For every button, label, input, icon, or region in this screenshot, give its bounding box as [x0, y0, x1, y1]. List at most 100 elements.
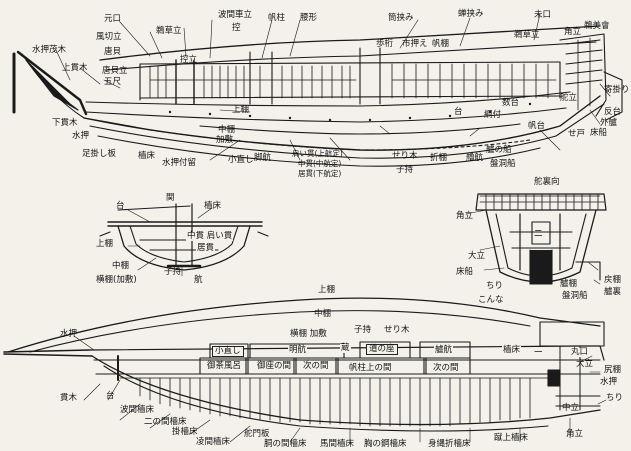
plan-label-kanuki: 貫木 — [60, 393, 78, 403]
plan-label-konaoshi: 小直し — [212, 346, 244, 357]
label-banmondana: 盤洞船 — [490, 159, 516, 169]
plan-label-chiri: ちり — [606, 393, 624, 403]
label-kakudate: 角立 — [564, 27, 582, 37]
plan-label-kasuki: 横棚 加敷 — [290, 329, 327, 339]
label-mizugi: 水押茂木 — [32, 45, 67, 55]
label-suiguchi: 未口 — [534, 10, 552, 20]
label-konaoshi: 小直し — [228, 155, 254, 165]
plan-label-doumadana: 胴の間檣床 — [264, 439, 307, 449]
plan-label-tsuginoma: 次の間 — [302, 361, 330, 371]
side-elevation-hull — [12, 25, 623, 167]
label-sekimoku: せり木 — [392, 151, 418, 161]
section-label-dai: 台 — [116, 201, 125, 211]
label-ashiita: 足掛し板 — [82, 149, 117, 159]
label-tsuna: 綱付 — [484, 110, 502, 120]
stern-label-kakudate: 角立 — [456, 211, 474, 221]
plan-label-otate: 大立 — [576, 359, 594, 369]
label-hodana: 帆棚 — [432, 39, 450, 49]
plan-label-tomo: 艫航 — [434, 345, 454, 355]
label-ro: 艪航 — [466, 153, 484, 163]
section-label-nakadana: 中棚 — [112, 261, 130, 271]
label-kuchi-tateshita: 控 — [232, 23, 241, 33]
plan-label-ninoma: 二の間檣床 — [144, 417, 187, 427]
label-hashiwatashi: 脚航 — [254, 153, 272, 163]
label-hanedai: 反台 — [604, 107, 622, 117]
section-label-kaninuki: 中貫 肩い貫 — [186, 231, 234, 241]
label-kazakiri: 風切立 — [96, 32, 122, 42]
label-hashira: 檣床 — [138, 151, 156, 161]
label-hetsukeda: 寄掛り — [604, 85, 630, 95]
plan-label-baima: 馬間檣床 — [320, 439, 355, 449]
label-hetatsu: 舵立 — [560, 93, 578, 103]
plan-label-gochafuro: 御茶風呂 — [206, 361, 243, 371]
section-label-seki: 関 — [166, 193, 175, 203]
label-nedate: 波間車立 — [218, 10, 253, 20]
label-motoguchi: 元口 — [104, 14, 122, 24]
plan-label-kamidana: 上棚 — [318, 285, 336, 295]
label-seto: せ戸 — [568, 129, 586, 139]
stern-label-tokofune: 床船 — [456, 267, 474, 277]
stern-label-kamidana: 戻棚 — [604, 275, 622, 285]
label-ushiro-tate: 鵜草立 — [514, 30, 540, 40]
label-shitanuki: 下貫木 — [52, 118, 78, 128]
label-hobashira: 帆柱 — [268, 13, 286, 23]
plan-label-akaeki: 明航 — [288, 345, 308, 355]
section-label-komochi: 子持 — [164, 267, 182, 277]
label-tomoedana: 艫の船 — [486, 145, 512, 155]
plan-leaders — [73, 335, 607, 445]
label-middle: 中貫(中航定) — [298, 159, 342, 168]
side-leader-lines — [55, 13, 611, 161]
stern-label-otate: 大立 — [468, 251, 486, 261]
label-boshi: 歩桁 — [376, 39, 394, 49]
plan-label-mizuoshi2: 水押 — [600, 377, 618, 387]
label-kasuki: 加敷 — [216, 135, 234, 145]
label-tamotsu: 鵜草立 — [156, 26, 182, 36]
label-kaminuki: 上貫木 — [62, 63, 88, 73]
stern-view — [475, 193, 607, 285]
label-hodai: 帆台 — [528, 121, 546, 131]
plan-label-choujou: 蹴上檣床 — [494, 433, 529, 443]
label-habasami: 蝉挟み — [458, 9, 484, 19]
plan-label-hatokoro: 波間檣床 — [120, 405, 155, 415]
stern-label-chiri: ちり — [486, 281, 504, 291]
label-tsuki: 筒挟み — [388, 13, 414, 23]
plan-label-gozanoma: 御座の間 — [256, 361, 293, 371]
section-label-shou: 檣床 — [204, 201, 222, 211]
label-ryouso: 鵜美會 — [584, 21, 610, 31]
plan-label-konna: こんな — [478, 295, 504, 305]
stern-label-banmon: 盤洞船 — [562, 291, 588, 301]
plan-label-shinshou: 身縄折檣床 — [428, 439, 471, 449]
section-label-kamidana: 上棚 — [96, 239, 114, 249]
plan-label-ni: 二 — [534, 345, 543, 355]
label-tokofune: 床船 — [590, 128, 608, 138]
label-gaiban: 外艫 — [600, 118, 618, 128]
plan-label-michinoza: 道の座 — [366, 344, 398, 355]
plan-label-ato: 尻棚 — [604, 365, 622, 375]
plan-label-nakadate: 中立 — [562, 403, 580, 413]
plan-label-mizuoshi: 水押 — [60, 329, 78, 339]
stern-label-ushiro: 艫裏 — [604, 287, 622, 297]
label-lower: 居貫(下航定) — [298, 169, 342, 178]
plan-label-kakudate: 角立 — [566, 429, 584, 439]
label-karakai: 唐貝立 — [102, 66, 128, 76]
plan-label-han: 蔵 — [340, 343, 351, 353]
label-kamo: 腰形 — [300, 13, 318, 23]
label-karaki: 唐貝 — [104, 47, 122, 57]
plan-label-hamonita: 舵門板 — [244, 429, 270, 439]
plan-label-hoshiragi: 帆柱上の間 — [348, 363, 393, 373]
plan-label-nakadana: 中棚 — [314, 309, 332, 319]
stern-label-ni: 二 — [534, 229, 543, 239]
label-kamigata: 上棚 — [232, 105, 250, 115]
plan-label-tokonoma: 檣床 — [502, 345, 522, 355]
label-dai: 台 — [454, 107, 463, 117]
label-komochi: 子持 — [396, 165, 414, 175]
plan-label-komochi: 子持 — [354, 325, 372, 335]
section-label-inuki: 居貫 — [196, 243, 216, 253]
label-beams: 肩い貫(上航定) — [292, 149, 343, 158]
plan-label-seriki: せり木 — [384, 325, 410, 335]
label-kazu: 数台 — [502, 98, 520, 108]
stern-leaders — [465, 209, 601, 285]
section-label-kou: 航 — [194, 275, 203, 285]
